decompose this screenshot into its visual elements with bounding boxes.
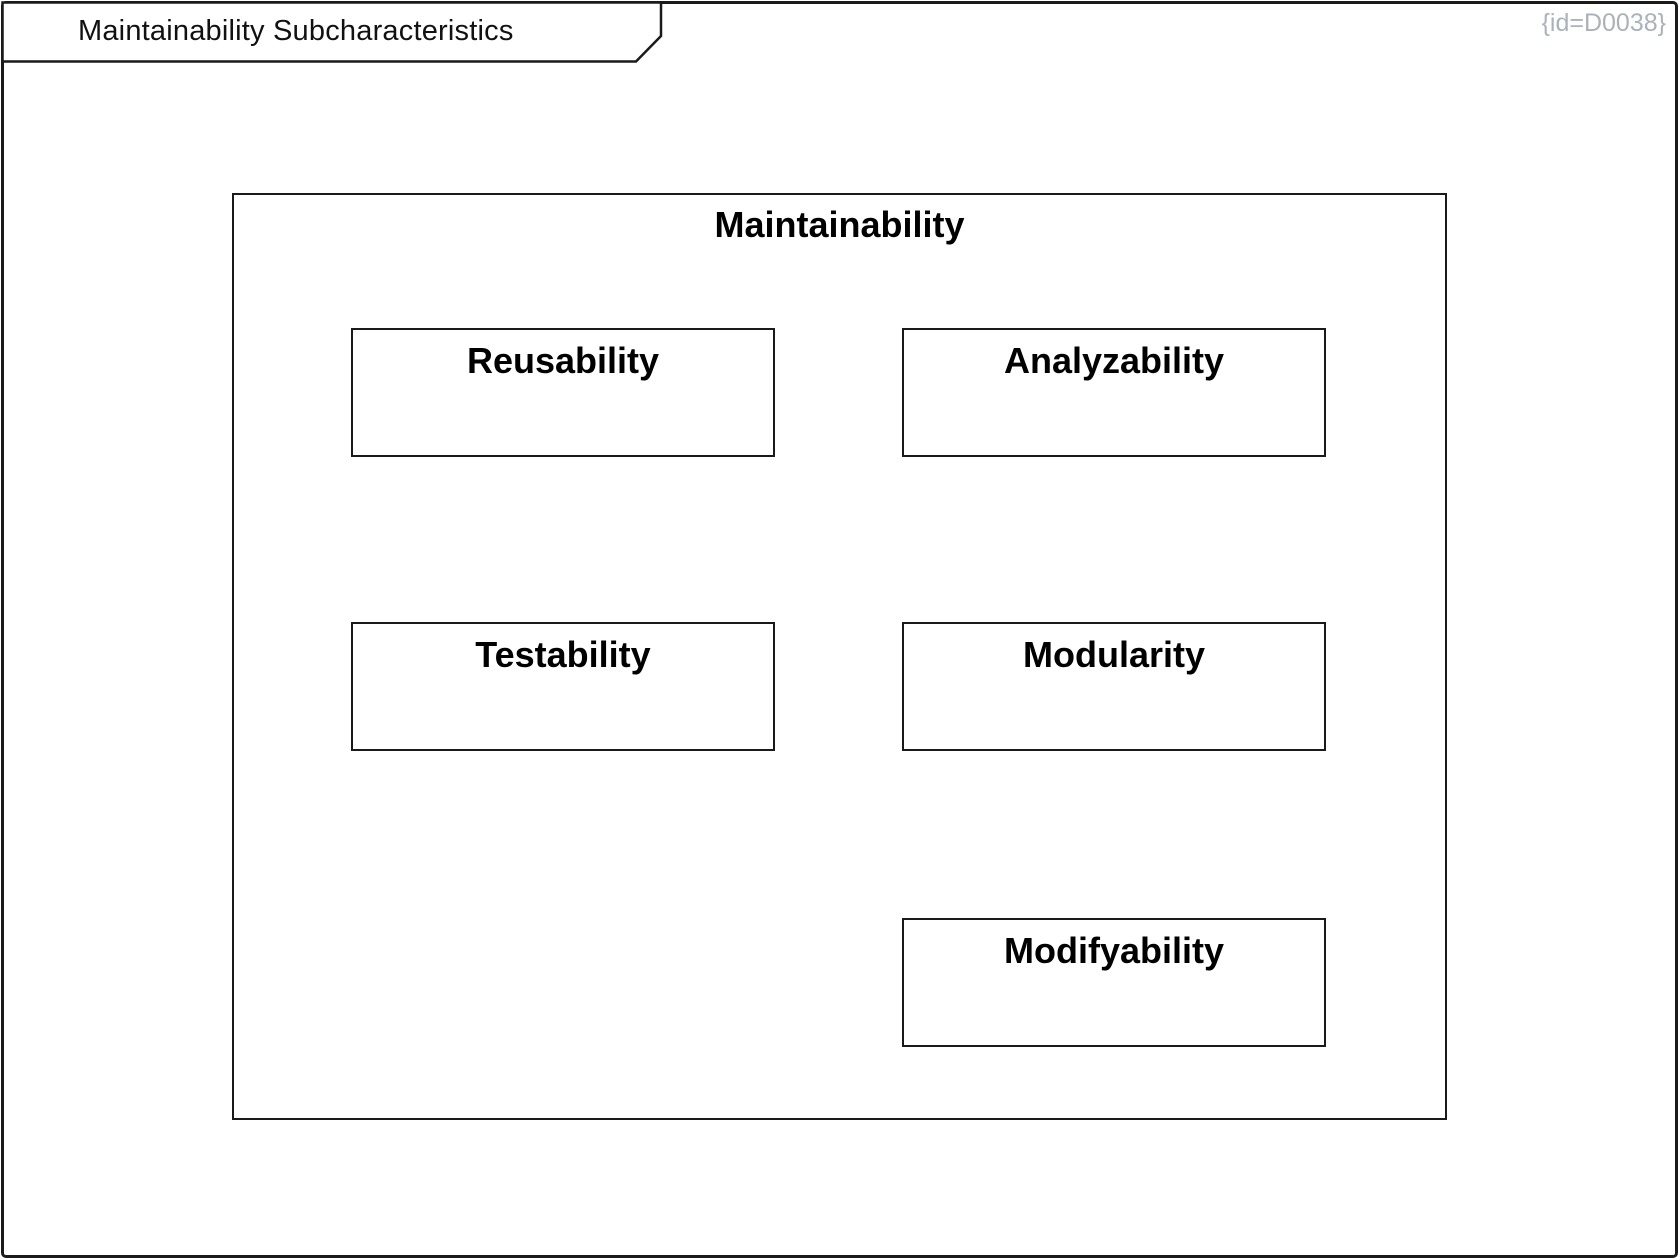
node-modifyability-label: Modifyability (1003, 930, 1224, 971)
diagram-id-tag: {id=D0038} (1541, 9, 1666, 37)
node-analyzability: Analyzability (902, 328, 1326, 457)
node-maintainability-label: Maintainability (714, 204, 965, 245)
frame-title-tab (1, 1, 663, 63)
node-modularity-label: Modularity (1022, 634, 1205, 675)
frame-title: Maintainability Subcharacteristics (78, 15, 514, 47)
node-reusability-label: Reusability (466, 340, 660, 381)
node-analyzability-label: Analyzability (1003, 340, 1225, 381)
node-modifyability: Modifyability (902, 918, 1326, 1047)
node-testability-label: Testability (475, 634, 651, 675)
node-reusability: Reusability (351, 328, 775, 457)
frame-title-tab-shape (1, 1, 663, 63)
node-modularity: Modularity (902, 622, 1326, 751)
node-maintainability: Maintainability Reusability Analyzabilit… (232, 193, 1447, 1120)
node-testability: Testability (351, 622, 775, 751)
